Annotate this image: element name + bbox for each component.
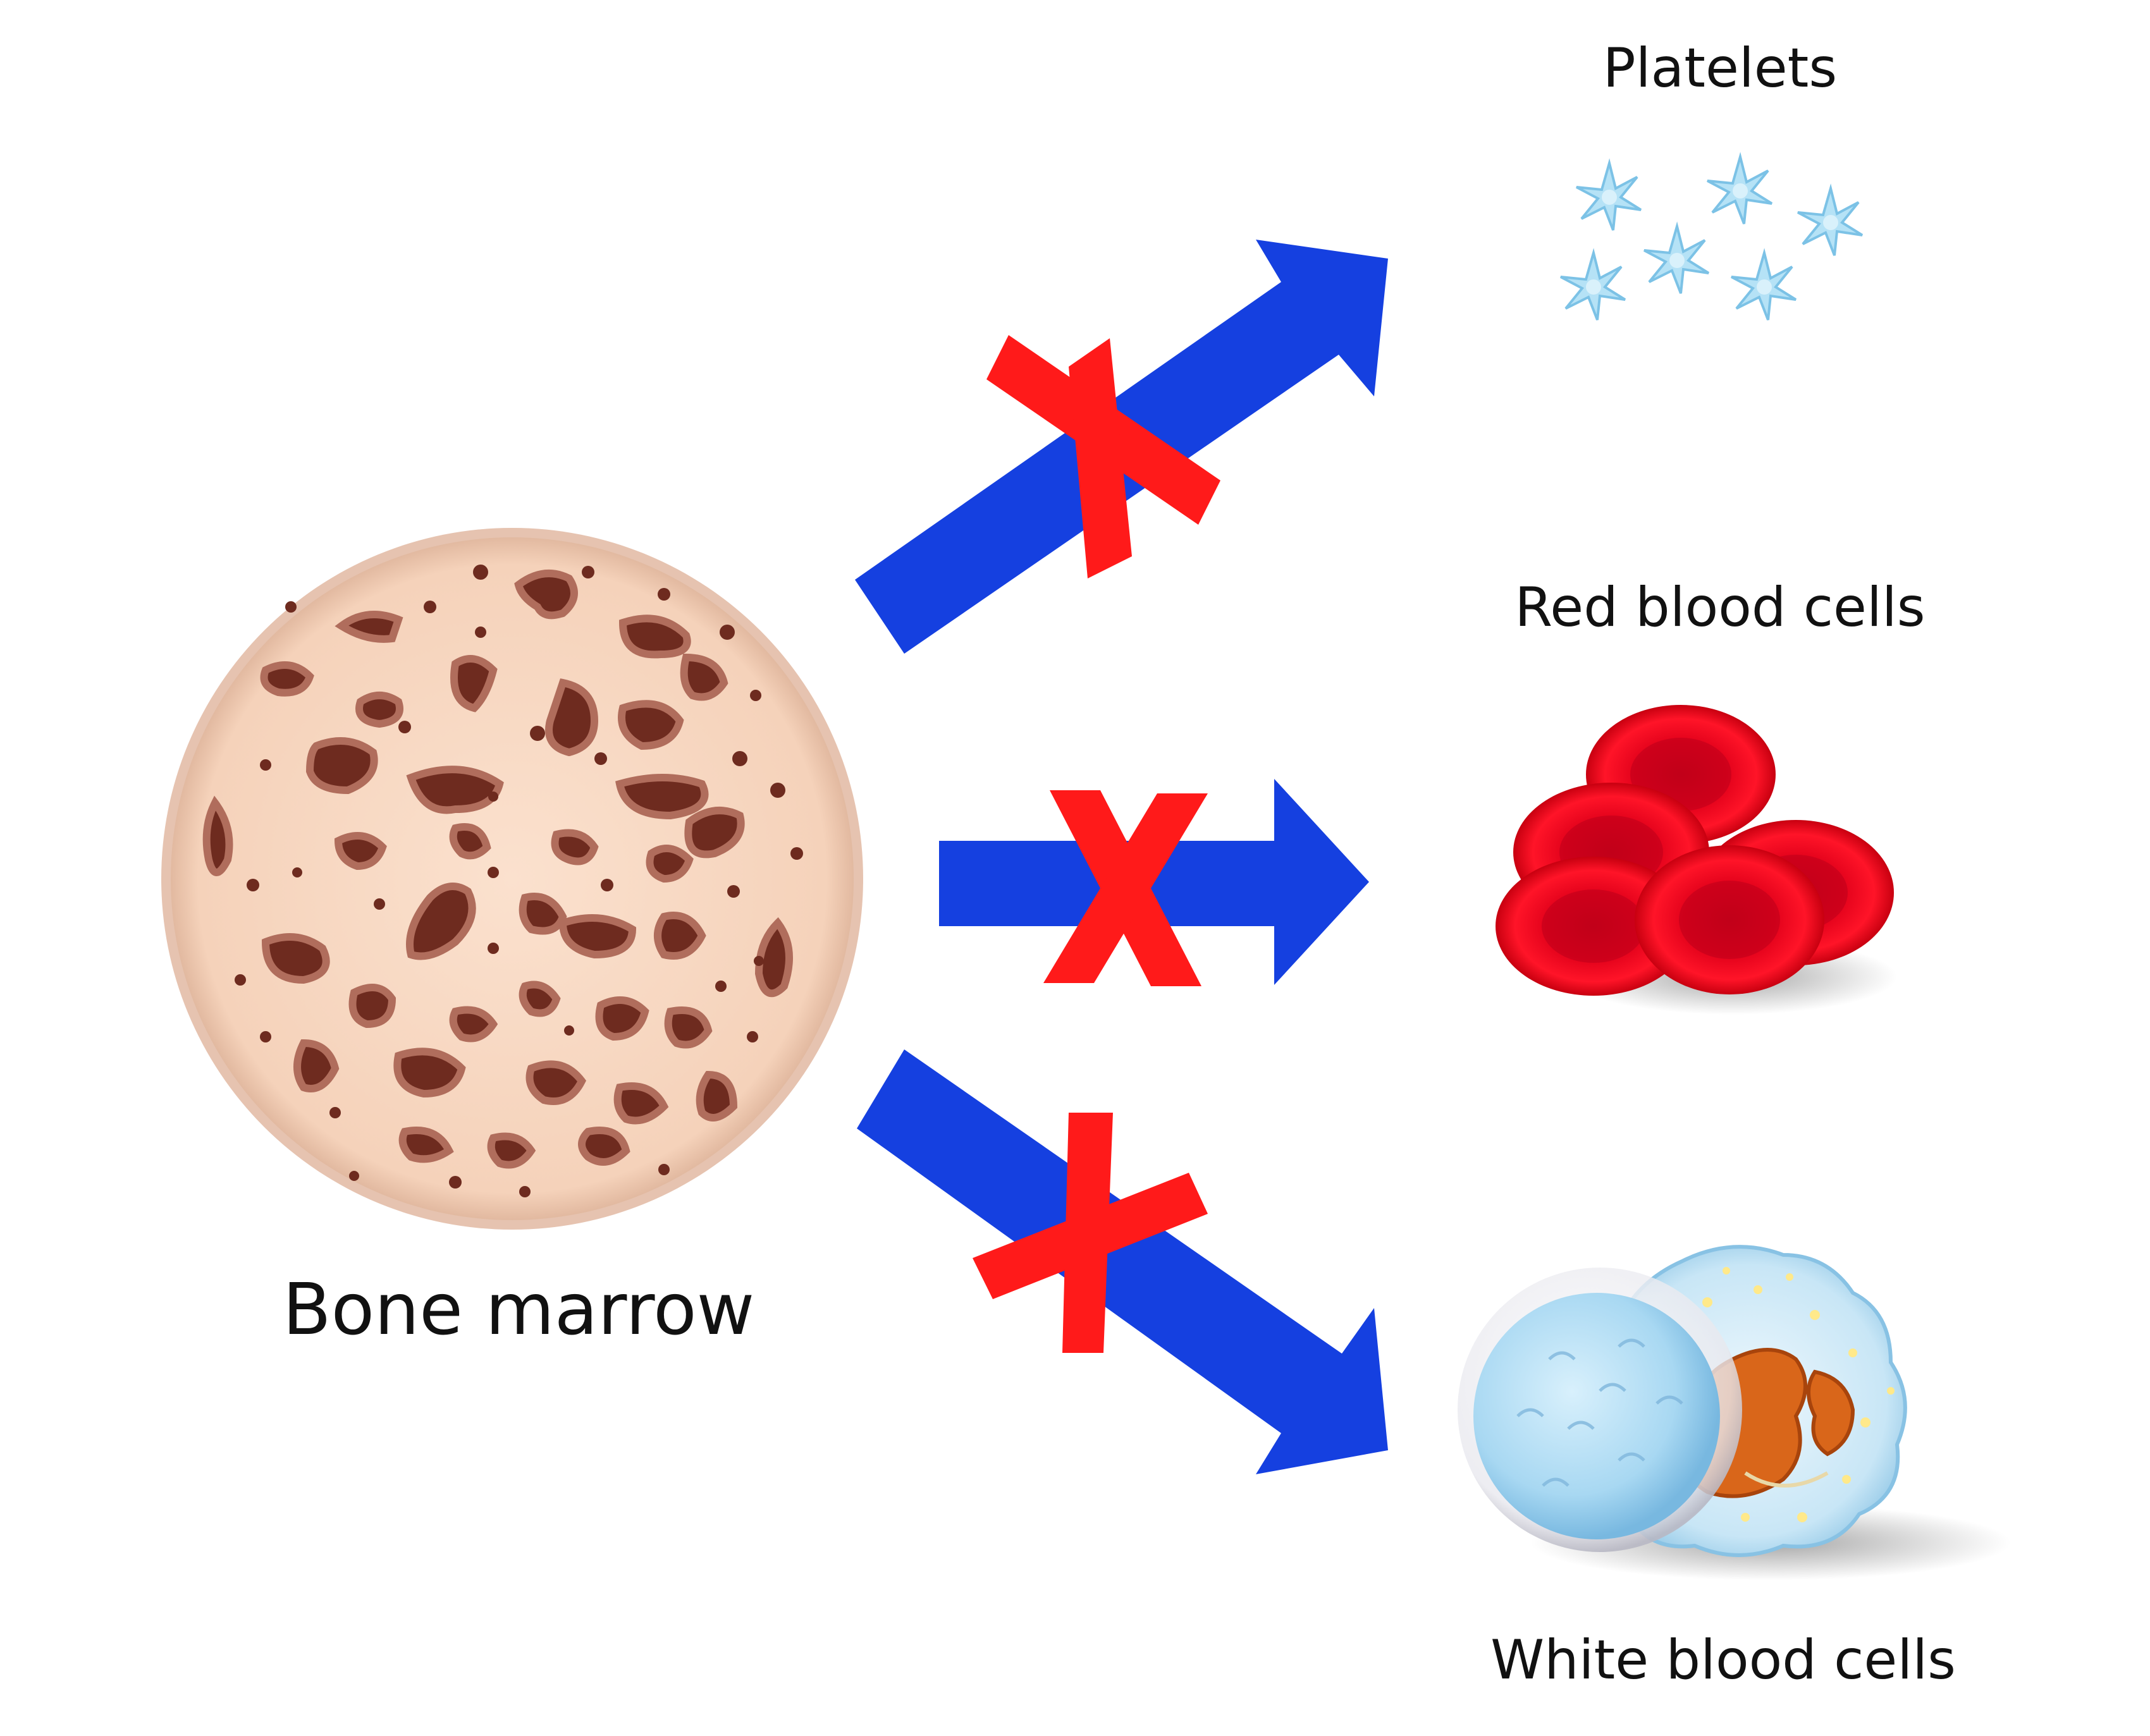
platelets-illustration bbox=[1559, 156, 1864, 321]
red-blood-cell bbox=[1635, 845, 1824, 994]
white-blood-cells-illustration bbox=[1458, 1245, 2011, 1580]
block-cross-red-blood-cells bbox=[1043, 790, 1208, 986]
lymphocyte bbox=[1458, 1268, 1742, 1552]
bone-marrow-label: Bone marrow bbox=[283, 1269, 754, 1351]
marrow-small-pores bbox=[235, 565, 803, 1197]
white-blood-cells-label: White blood cells bbox=[1490, 1629, 1956, 1692]
block-cross-white-blood-cells bbox=[973, 1113, 1208, 1353]
red-blood-cells-label: Red blood cells bbox=[1514, 576, 1925, 639]
marrow-pores bbox=[202, 570, 793, 1169]
bone-marrow-illustration bbox=[161, 528, 863, 1230]
red-blood-cells-illustration bbox=[1496, 705, 1897, 1015]
platelets-label: Platelets bbox=[1603, 37, 1837, 100]
block-cross-platelets bbox=[986, 335, 1220, 578]
arrow-to-white-blood-cells bbox=[857, 1049, 1388, 1474]
